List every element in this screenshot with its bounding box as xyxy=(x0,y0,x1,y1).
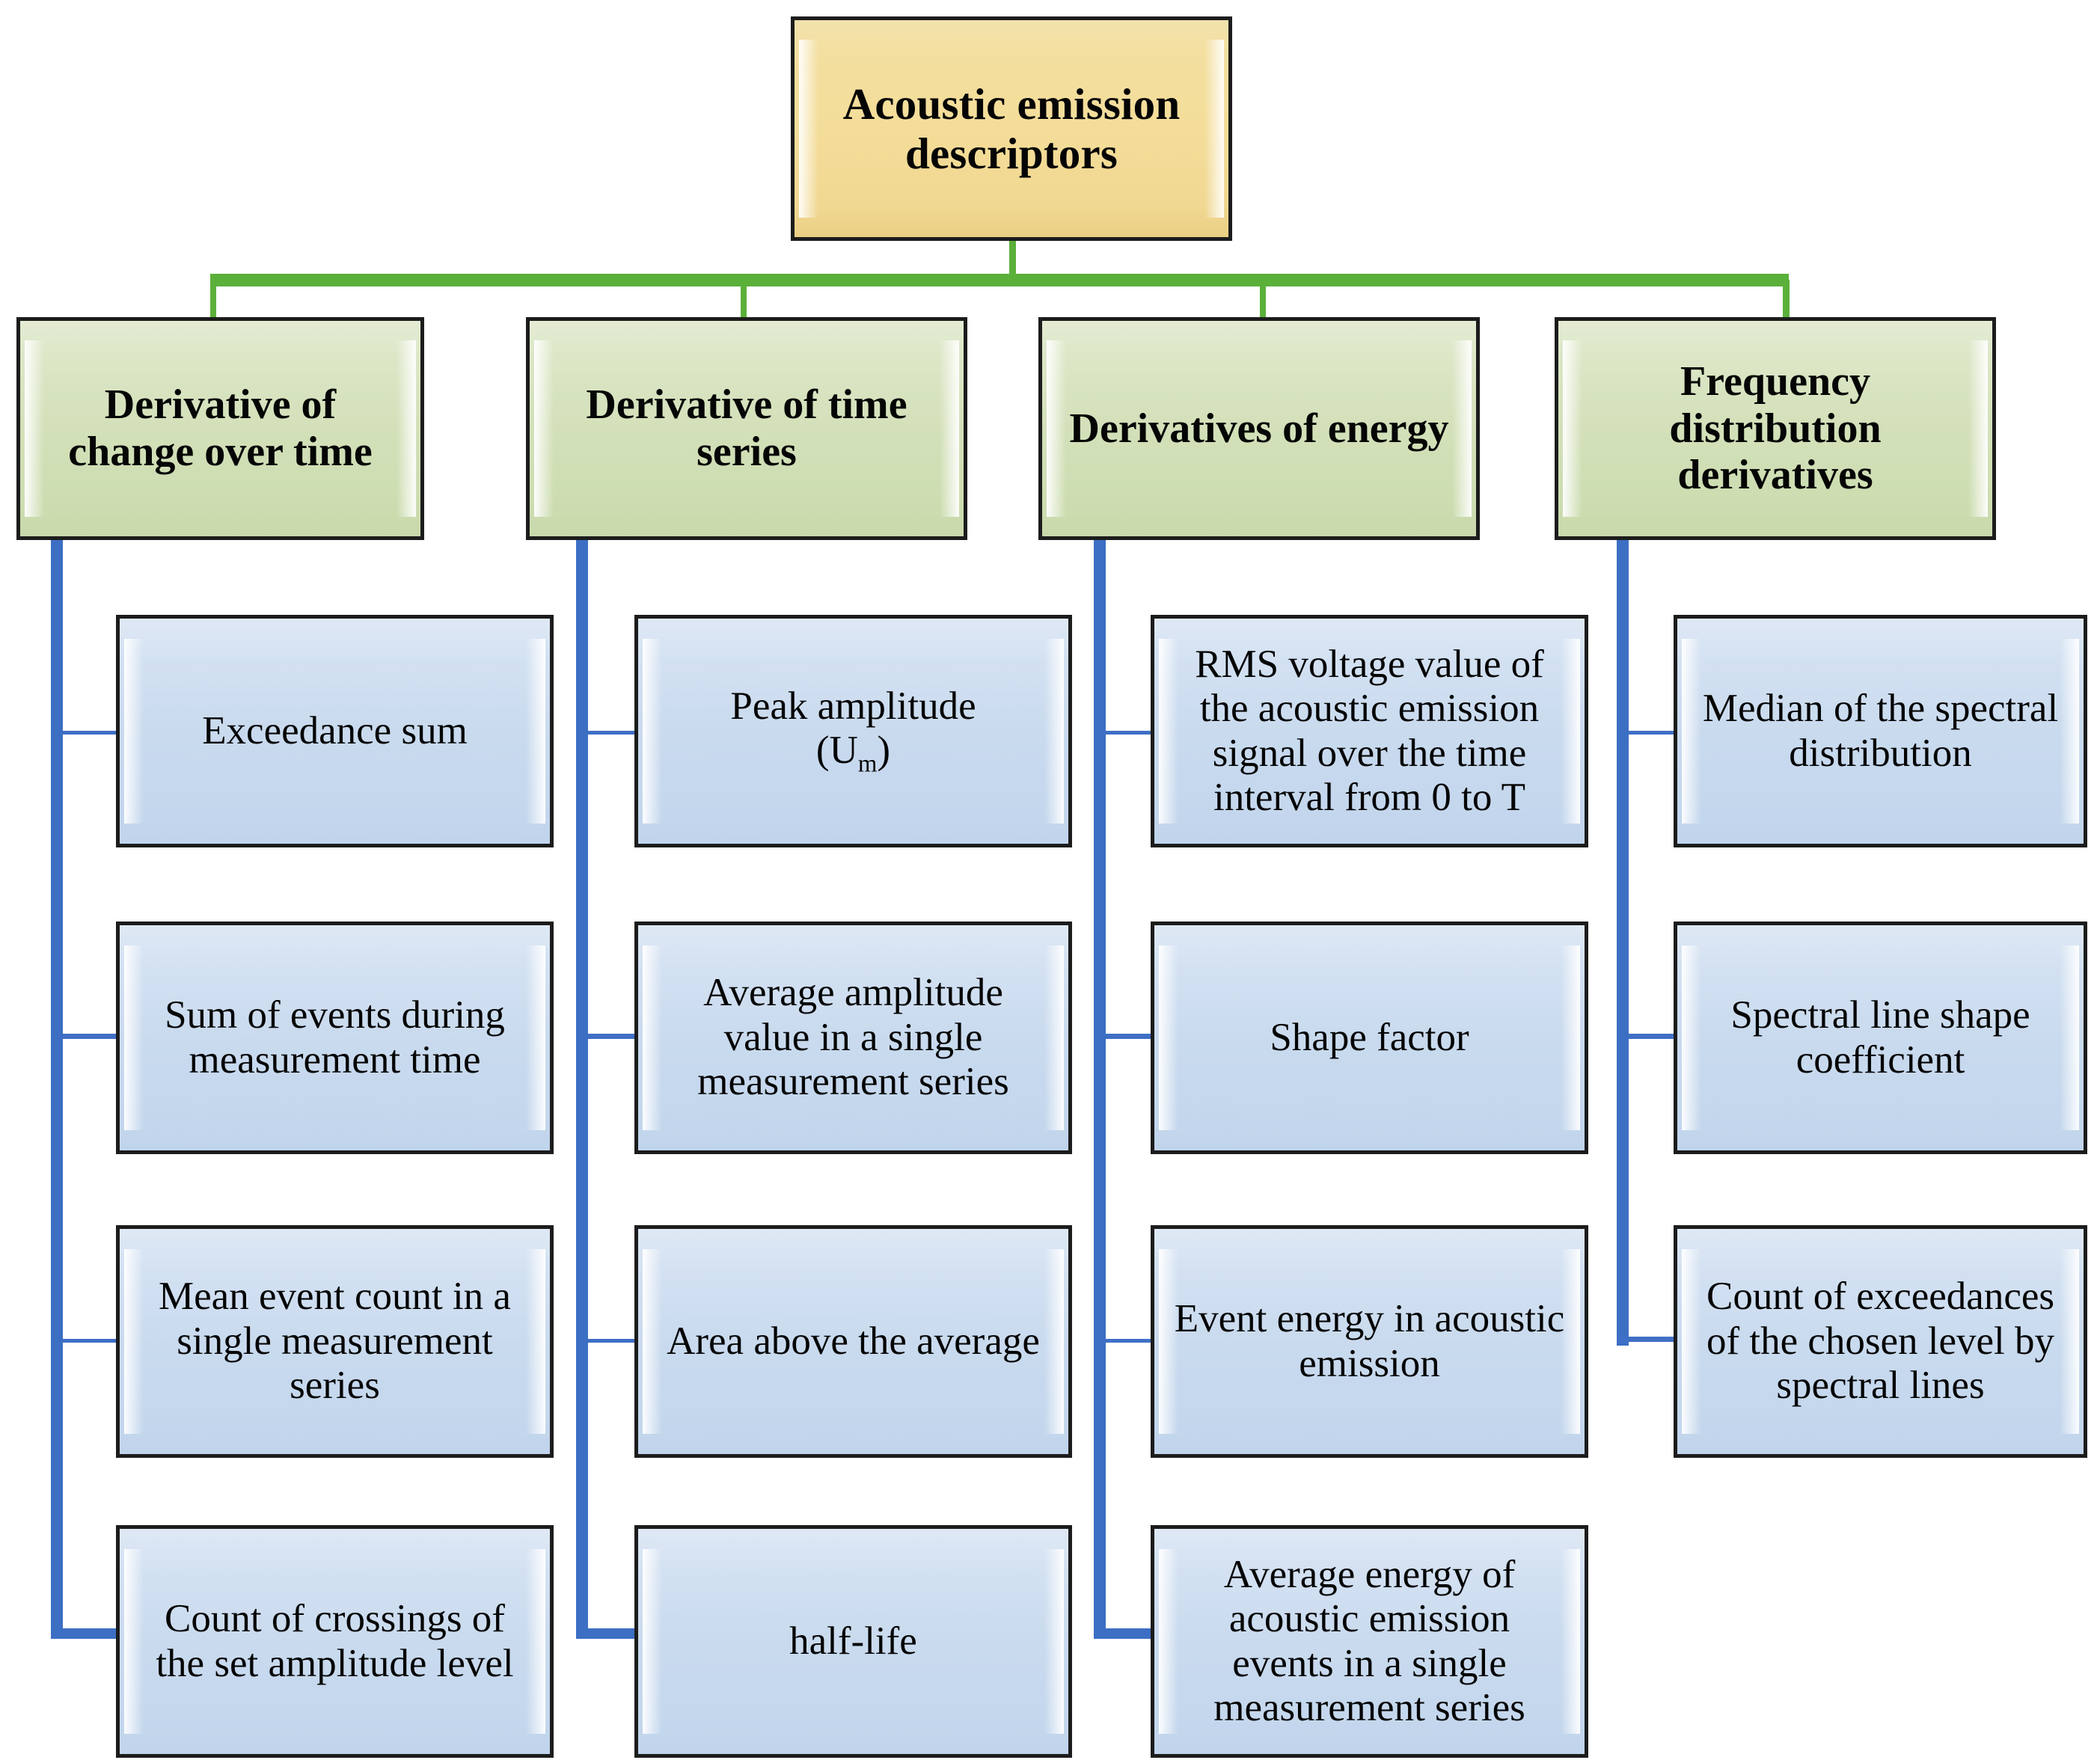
leaf-node-label-symbol: (Um) xyxy=(815,728,891,778)
category-drop-connector-4 xyxy=(1783,280,1790,320)
category-node-frequency-distribution-derivatives[interactable]: Frequency distribution derivatives xyxy=(1555,317,1996,540)
leaf-node-median-of-the-spectral-distribution[interactable]: Median of the spectral distribution xyxy=(1674,615,2087,847)
column-3-trunk-connector xyxy=(1094,459,1106,1639)
column-4-trunk-connector xyxy=(1617,459,1629,1346)
column-3-branch-2 xyxy=(1106,1034,1152,1039)
column-1-branch-2 xyxy=(63,1034,118,1039)
category-node-label: Frequency distribution derivatives xyxy=(1669,358,1882,499)
category-node-label: Derivative of change over time xyxy=(68,381,373,475)
category-node-derivative-of-change-over-time[interactable]: Derivative of change over time xyxy=(16,317,424,540)
leaf-node-count-of-exceedances-by-spectral-lines[interactable]: Count of exceedances of the chosen level… xyxy=(1674,1225,2087,1458)
column-2-branch-3 xyxy=(588,1339,636,1343)
leaf-node-label: Shape factor xyxy=(1270,1015,1469,1059)
column-3-branch-1 xyxy=(1106,731,1152,735)
leaf-node-label: Peak amplitude (Um) xyxy=(638,684,1068,779)
column-1-branch-3 xyxy=(63,1339,118,1343)
leaf-node-shape-factor[interactable]: Shape factor xyxy=(1151,922,1588,1154)
column-2-branch-4 xyxy=(576,1628,636,1639)
leaf-node-label: Count of exceedances of the chosen level… xyxy=(1706,1275,2055,1408)
root-node-acoustic-emission-descriptors[interactable]: Acoustic emission descriptors xyxy=(791,16,1232,241)
leaf-node-average-energy-of-acoustic-emission-events[interactable]: Average energy of acoustic emission even… xyxy=(1151,1525,1588,1758)
leaf-node-label: Count of crossings of the set amplitude … xyxy=(156,1597,514,1685)
leaf-node-label: Exceedance sum xyxy=(202,708,468,752)
column-4-branch-3 xyxy=(1617,1337,1675,1342)
leaf-node-label: half-life xyxy=(789,1619,917,1663)
leaf-node-label: Sum of events during measurement time xyxy=(165,993,505,1082)
leaf-node-label: Event energy in acoustic emission xyxy=(1174,1297,1565,1385)
leaf-node-exceedance-sum[interactable]: Exceedance sum xyxy=(116,615,554,847)
leaf-node-label-main: Peak amplitude xyxy=(730,684,976,728)
column-1-branch-1 xyxy=(63,731,118,735)
root-node-label: Acoustic emission descriptors xyxy=(842,79,1181,178)
leaf-node-label: Average energy of acoustic emission even… xyxy=(1213,1552,1525,1729)
leaf-node-sum-of-events-during-measurement-time[interactable]: Sum of events during measurement time xyxy=(116,922,554,1154)
category-node-derivative-of-time-series[interactable]: Derivative of time series xyxy=(526,317,967,540)
root-bus-connector xyxy=(210,274,1789,286)
category-node-label: Derivatives of energy xyxy=(1069,405,1449,452)
leaf-node-peak-amplitude[interactable]: Peak amplitude (Um) xyxy=(634,615,1072,847)
leaf-node-event-energy-in-acoustic-emission[interactable]: Event energy in acoustic emission xyxy=(1151,1225,1588,1458)
category-drop-connector-2 xyxy=(741,280,747,320)
column-3-branch-3 xyxy=(1106,1339,1152,1343)
leaf-node-area-above-the-average[interactable]: Area above the average xyxy=(634,1225,1072,1458)
leaf-node-label: Area above the average xyxy=(667,1319,1040,1363)
category-node-derivatives-of-energy[interactable]: Derivatives of energy xyxy=(1038,317,1480,540)
leaf-node-mean-event-count-in-a-single-measurement-series[interactable]: Mean event count in a single measurement… xyxy=(116,1225,554,1458)
leaf-node-label: Mean event count in a single measurement… xyxy=(159,1275,511,1408)
column-4-branch-2 xyxy=(1629,1034,1675,1039)
column-2-branch-2 xyxy=(588,1034,636,1039)
column-1-trunk-connector xyxy=(51,459,63,1639)
column-1-branch-4 xyxy=(51,1628,118,1639)
leaf-node-label: Average amplitude value in a single meas… xyxy=(697,971,1009,1104)
category-node-label: Derivative of time series xyxy=(586,381,907,475)
column-3-branch-4 xyxy=(1094,1628,1152,1639)
category-drop-connector-3 xyxy=(1260,280,1266,320)
leaf-node-label: Median of the spectral distribution xyxy=(1702,687,2059,775)
column-2-branch-1 xyxy=(588,731,636,735)
leaf-node-label: RMS voltage value of the acoustic emissi… xyxy=(1195,642,1544,819)
leaf-node-rms-voltage-value[interactable]: RMS voltage value of the acoustic emissi… xyxy=(1151,615,1588,847)
root-stem-connector xyxy=(1009,238,1016,280)
column-2-trunk-connector xyxy=(576,459,588,1639)
leaf-node-spectral-line-shape-coefficient[interactable]: Spectral line shape coefficient xyxy=(1674,922,2087,1154)
leaf-node-half-life[interactable]: half-life xyxy=(634,1525,1072,1758)
leaf-node-average-amplitude-value-in-a-single-measurement-series[interactable]: Average amplitude value in a single meas… xyxy=(634,922,1072,1154)
category-drop-connector-1 xyxy=(210,280,216,320)
column-4-branch-1 xyxy=(1629,731,1675,735)
leaf-node-count-of-crossings-of-the-set-amplitude-level[interactable]: Count of crossings of the set amplitude … xyxy=(116,1525,554,1758)
leaf-node-label: Spectral line shape coefficient xyxy=(1730,993,2030,1082)
